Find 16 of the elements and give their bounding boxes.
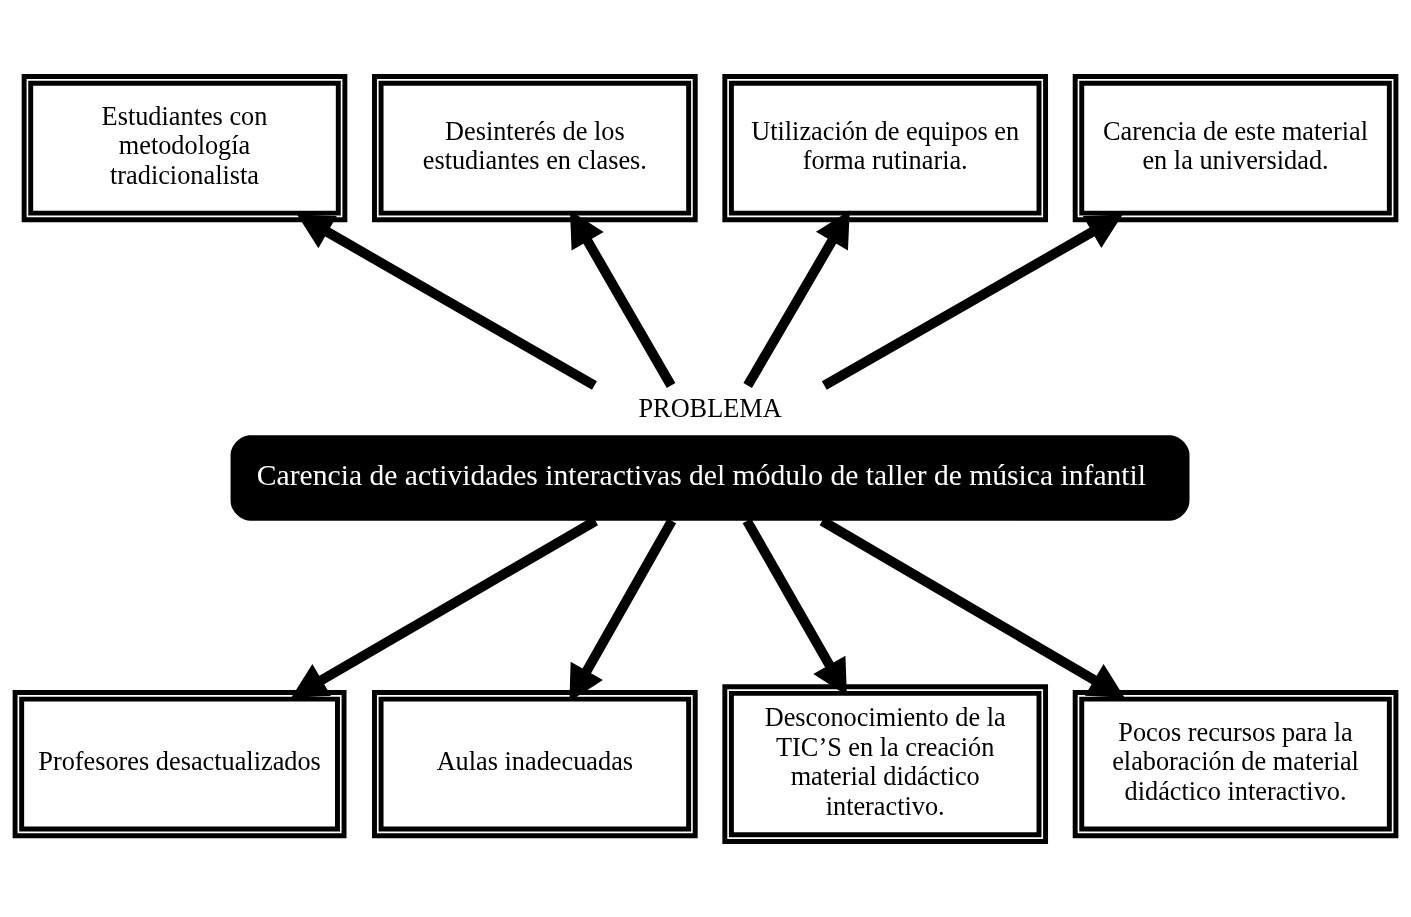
arrow bbox=[297, 214, 597, 390]
arrow bbox=[569, 517, 677, 702]
node-box: Desconocimiento de la TIC’S en la creación material didáctico interactivo. bbox=[722, 683, 1049, 844]
node-box: Pocos recursos para la elaboración de material didáctico interactivo. bbox=[1072, 689, 1399, 838]
node-label: PROBLEMA bbox=[638, 393, 782, 423]
arrow bbox=[743, 210, 850, 388]
node-box: Profesores desactualizados bbox=[12, 689, 347, 838]
node-box: Estudiantes con metodología tradicionalista bbox=[21, 73, 348, 222]
node-box: Carencia de este material en la universidad. bbox=[1072, 73, 1399, 222]
node-box: Carencia de actividades interactivas del módulo de taller de música infantil bbox=[230, 434, 1190, 521]
node-box: Aulas inadecuadas bbox=[372, 689, 698, 838]
node-box: Utilización de equipos en forma rutinaria. bbox=[722, 73, 1049, 222]
arrow bbox=[569, 210, 676, 388]
arrow bbox=[742, 517, 847, 695]
node-box: Desinterés de los estudiantes en clases. bbox=[372, 73, 698, 222]
arrow bbox=[821, 214, 1123, 390]
